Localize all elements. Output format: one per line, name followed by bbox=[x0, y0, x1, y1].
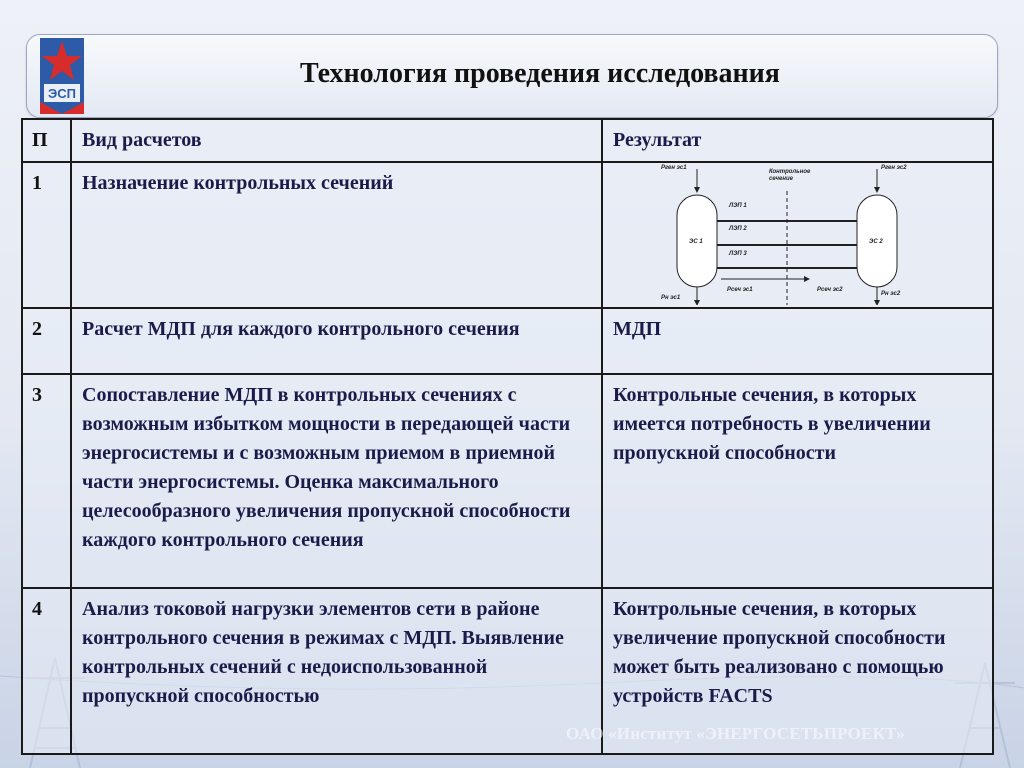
row-num: 1 bbox=[21, 161, 72, 309]
gen2-label: Рген эс2 bbox=[881, 165, 907, 171]
es1-label: ЭС 1 bbox=[689, 239, 703, 245]
row-type: Сопоставление МДП в контрольных сечениях… bbox=[70, 373, 603, 589]
line3-label: ЛЭП 3 bbox=[728, 251, 747, 257]
header-result: Результат bbox=[601, 118, 994, 163]
line1-label: ЛЭП 1 bbox=[728, 203, 747, 209]
row-result: МДП bbox=[601, 307, 994, 375]
load1-label: Рн эс1 bbox=[661, 295, 681, 301]
company-logo: ЭСП bbox=[40, 38, 84, 114]
research-table: П Вид расчетов Результат 1 Назначение ко… bbox=[21, 118, 994, 755]
row-result: Контрольные сечения, в которых имеется п… bbox=[601, 373, 994, 589]
row-result: Контрольные сечения, в которых увеличени… bbox=[601, 587, 994, 755]
table-row: 4 Анализ токовой нагрузки элементов сети… bbox=[21, 587, 994, 755]
row-type: Расчет МДП для каждого контрольного сече… bbox=[70, 307, 603, 375]
table-row: 3 Сопоставление МДП в контрольных сечени… bbox=[21, 373, 994, 589]
gen1-label: Рген эс1 bbox=[661, 165, 687, 171]
row-type: Анализ токовой нагрузки элементов сети в… bbox=[70, 587, 603, 755]
table-header-row: П Вид расчетов Результат bbox=[21, 118, 994, 163]
section-label-line1: Контрольное bbox=[769, 169, 811, 175]
flow2-label: Рсеч эс2 bbox=[817, 287, 843, 293]
row-num: 4 bbox=[21, 587, 72, 755]
header-type: Вид расчетов bbox=[70, 118, 603, 163]
page-title: Технология проведения исследования bbox=[300, 58, 780, 89]
row-type: Назначение контрольных сечений bbox=[70, 161, 603, 309]
table-row: 1 Назначение контрольных сечений bbox=[21, 161, 994, 309]
row-result-diagram: Рген эс1 Рген эс2 Контрольное сечение ЛЭ… bbox=[601, 161, 994, 309]
control-section-diagram: Рген эс1 Рген эс2 Контрольное сечение ЛЭ… bbox=[661, 165, 907, 305]
svg-text:ЭСП: ЭСП bbox=[48, 86, 76, 101]
header-num: П bbox=[21, 118, 72, 163]
company-watermark: ОАО «Институт «ЭНЕРГОСЕТЬПРОЕКТ» bbox=[566, 724, 905, 743]
es2-label: ЭС 2 bbox=[869, 239, 883, 245]
row-num: 3 bbox=[21, 373, 72, 589]
section-label-line2: сечение bbox=[769, 176, 794, 182]
flow1-label: Рсеч эс1 bbox=[727, 287, 753, 293]
row-num: 2 bbox=[21, 307, 72, 375]
table-row: 2 Расчет МДП для каждого контрольного се… bbox=[21, 307, 994, 375]
load2-label: Рн эс2 bbox=[881, 291, 901, 297]
title-banner bbox=[26, 34, 998, 118]
line2-label: ЛЭП 2 bbox=[728, 226, 747, 232]
